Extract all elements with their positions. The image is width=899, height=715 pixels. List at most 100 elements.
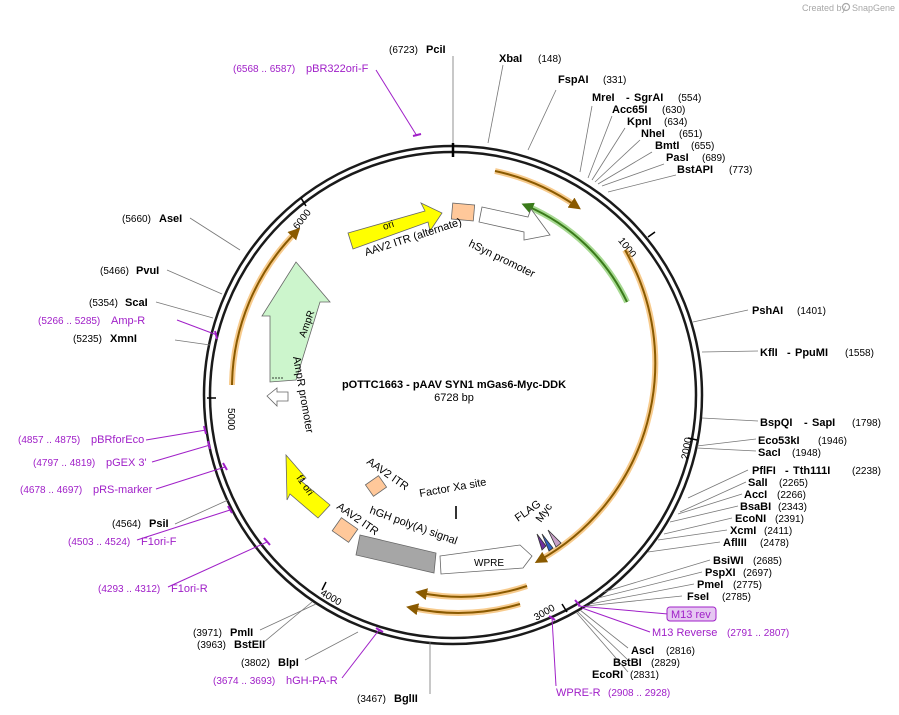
ampr-promoter-feature: [266, 387, 289, 407]
enzyme-pshai-pos: (1401): [797, 306, 826, 317]
enzyme-pvui-pos: (5466): [100, 266, 129, 277]
primer-m13-reverse-range: (2791 .. 2807): [727, 628, 789, 639]
enzyme-econi: EcoNI: [735, 513, 766, 525]
f1-ori-feature: [285, 453, 331, 519]
primer-f1ori-r-range: (4293 .. 4312): [98, 584, 160, 595]
enzyme-saci-pos: (1948): [792, 448, 821, 459]
enzyme-bstapi-pos: (773): [729, 165, 752, 176]
wpre-feature: [439, 544, 533, 575]
enzyme-xmni: XmnI: [110, 333, 137, 345]
primer-wpre-r-range: (2908 .. 2928): [608, 688, 670, 699]
enzyme-tth111i-pos: (2238): [852, 466, 881, 477]
enzyme-fspai-pos: (331): [603, 75, 626, 86]
m13-rev-badge: [666, 606, 717, 622]
flag-feature: [536, 533, 547, 551]
primer-f1ori-f-range: (4503 .. 4524): [68, 537, 130, 548]
hgh-polya-feature: [355, 534, 437, 574]
myc-feature: [547, 529, 562, 548]
enzyme-ppumi-pos: (1558): [845, 348, 874, 359]
primer-prs-marker: pRS-marker: [93, 484, 153, 496]
enzyme-acc65i: Acc65I: [612, 104, 647, 116]
tick-2000: 2000: [680, 436, 695, 460]
enzyme-psii: PsiI: [149, 518, 169, 530]
primer-pbrforeco-range: (4857 .. 4875): [18, 435, 80, 446]
plasmid-size: 6728 bp: [434, 392, 474, 404]
enzyme-labels-left: (6723) PciI (5660) AseI (5466) PvuI (535…: [73, 44, 446, 705]
enzyme-xbai: XbaI: [499, 53, 522, 65]
enzyme-fspai: FspAI: [558, 74, 589, 86]
enzyme-psii-pos: (4564): [112, 519, 141, 530]
orf-arcs: [229, 168, 659, 616]
enzyme-bstbi-pos: (2829): [651, 658, 680, 669]
wpre-label: WPRE: [474, 558, 504, 569]
enzyme-fsei: FseI: [687, 591, 709, 603]
enzyme-bspqi: BspQI: [760, 417, 792, 429]
enzyme-pshai: PshAI: [752, 305, 783, 317]
enzyme-asci-pos: (2816): [666, 646, 695, 657]
enzyme-scai-pos: (5354): [89, 298, 118, 309]
enzyme-bsabi: BsaBI: [740, 501, 771, 513]
svg-text:-: -: [785, 465, 789, 477]
enzyme-labels-right: XbaI (148) FspAI (331) MreI - SgrAI (554…: [499, 53, 881, 681]
enzyme-bsteii: BstEII: [234, 639, 265, 651]
enzyme-saci: SacI: [758, 447, 781, 459]
primer-wpre-r: WPRE-R: [556, 687, 601, 699]
enzyme-asei-pos: (5660): [122, 214, 151, 225]
enzyme-tth111i: Tth111I: [793, 465, 830, 477]
primer-hgh-pa-r-range: (3674 .. 3693): [213, 676, 275, 687]
enzyme-sapi-pos: (1798): [852, 418, 881, 429]
primer-amp-r-range: (5266 .. 5285): [38, 316, 100, 327]
enzyme-pmei: PmeI: [697, 579, 723, 591]
enzyme-ecori-pos: (2831): [630, 670, 659, 681]
primer-leaders: [136, 69, 669, 687]
enzyme-aflIII-pos: (2478): [760, 538, 789, 549]
enzyme-sapi: SapI: [812, 417, 835, 429]
plasmid-name: pOTTC1663 - pAAV SYN1 mGas6-Myc-DDK: [342, 379, 566, 391]
enzyme-bsiwi-pos: (2685): [753, 556, 782, 567]
primer-f1ori-r: F1ori-R: [171, 583, 208, 595]
aav2-itr-feature-1: [364, 475, 388, 497]
aav2-itr-alt-feature: [450, 202, 476, 222]
hsyn-promoter-label: hSyn promoter: [467, 238, 537, 281]
enzyme-xbai-pos: (148): [538, 54, 561, 65]
enzyme-bglii-pos: (3467): [357, 694, 386, 705]
enzyme-aflIII: AflIII: [723, 537, 747, 549]
primer-pbr322ori-f-range: (6568 .. 6587): [233, 64, 295, 75]
primer-pgex3: pGEX 3': [106, 457, 147, 469]
enzyme-bsteii-pos: (3963): [197, 640, 226, 651]
enzyme-blpi: BlpI: [278, 657, 299, 669]
enzyme-acc65i-pos: (630): [662, 105, 685, 116]
svg-text:-: -: [626, 92, 630, 104]
primer-pbr322ori-f: pBR322ori-F: [306, 63, 369, 75]
primer-pbrforeco: pBRforEco: [91, 434, 144, 446]
enzyme-leaders-right: [487, 64, 759, 673]
enzyme-scai: ScaI: [125, 297, 148, 309]
enzyme-acci: AccI: [744, 489, 767, 501]
enzyme-pasi-pos: (689): [702, 153, 725, 164]
tick-5000: 5000: [225, 408, 236, 431]
enzyme-bmti-pos: (655): [691, 141, 714, 152]
enzyme-pmli-pos: (3971): [193, 628, 222, 639]
primer-pgex3-range: (4797 .. 4819): [33, 458, 95, 469]
enzyme-sali-pos: (2265): [779, 478, 808, 489]
primer-m13-reverse: M13 Reverse: [652, 627, 717, 639]
enzyme-kpni: KpnI: [627, 116, 651, 128]
enzyme-sgrai: SgrAI: [634, 92, 663, 104]
enzyme-pcii: PciI: [426, 44, 446, 56]
enzyme-nhei: NheI: [641, 128, 665, 140]
flag-feature-2: [541, 533, 554, 552]
enzyme-xcmi-pos: (2411): [764, 526, 792, 537]
ampr-promoter-label: AmpR promoter: [290, 355, 315, 434]
enzyme-pvui: PvuI: [136, 265, 159, 277]
enzyme-kfli: KflI: [760, 347, 778, 359]
primer-hgh-pa-r: hGH-PA-R: [286, 675, 338, 687]
ampr-feature: [261, 261, 331, 383]
enzyme-bsiwi: BsiWI: [713, 555, 744, 567]
enzyme-econi-pos: (2391): [775, 514, 804, 525]
enzyme-pspxi: PspXI: [705, 567, 736, 579]
enzyme-pmei-pos: (2775): [733, 580, 762, 591]
primer-prs-marker-range: (4678 .. 4697): [20, 485, 82, 496]
enzyme-pmli: PmlI: [230, 627, 253, 639]
ori-feature: [347, 202, 443, 250]
